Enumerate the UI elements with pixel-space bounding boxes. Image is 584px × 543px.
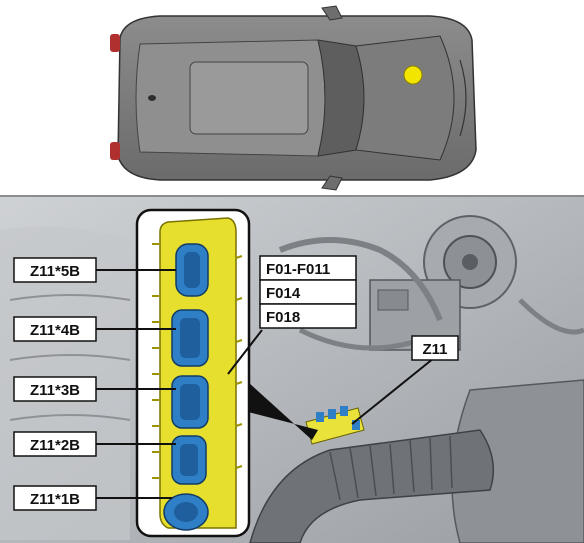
label-fuse-group: F01-F011 F014 F018 xyxy=(259,255,357,329)
connector-z11-4b xyxy=(171,309,209,367)
label-fuse-2: F014 xyxy=(266,285,301,302)
label-text: Z11 xyxy=(422,341,447,358)
label-z11-2b: Z11*2B xyxy=(13,431,97,457)
yellow-dot-icon xyxy=(403,65,423,85)
label-text: Z11*5B xyxy=(30,263,80,280)
label-text: Z11*4B xyxy=(30,322,80,339)
engine-bay-view xyxy=(0,197,584,543)
connector-z11-5b xyxy=(175,243,209,297)
car-top-view xyxy=(0,0,584,196)
callout-enlarged-module xyxy=(135,208,251,538)
label-text: Z11*3B xyxy=(30,382,80,399)
label-z11-5b: Z11*5B xyxy=(13,257,97,283)
label-fuse-3: F018 xyxy=(266,309,300,326)
label-z11: Z11 xyxy=(411,335,459,361)
connector-z11-2b xyxy=(171,435,207,485)
connector-z11-1b xyxy=(163,493,209,531)
label-text: Z11*1B xyxy=(30,491,80,508)
label-text: Z11*2B xyxy=(30,437,80,454)
connector-z11-3b xyxy=(171,375,209,429)
label-z11-3b: Z11*3B xyxy=(13,376,97,402)
label-z11-4b: Z11*4B xyxy=(13,316,97,342)
label-z11-1b: Z11*1B xyxy=(13,485,97,511)
leader-lines xyxy=(96,269,435,499)
label-fuse-1: F01-F011 xyxy=(266,261,330,278)
